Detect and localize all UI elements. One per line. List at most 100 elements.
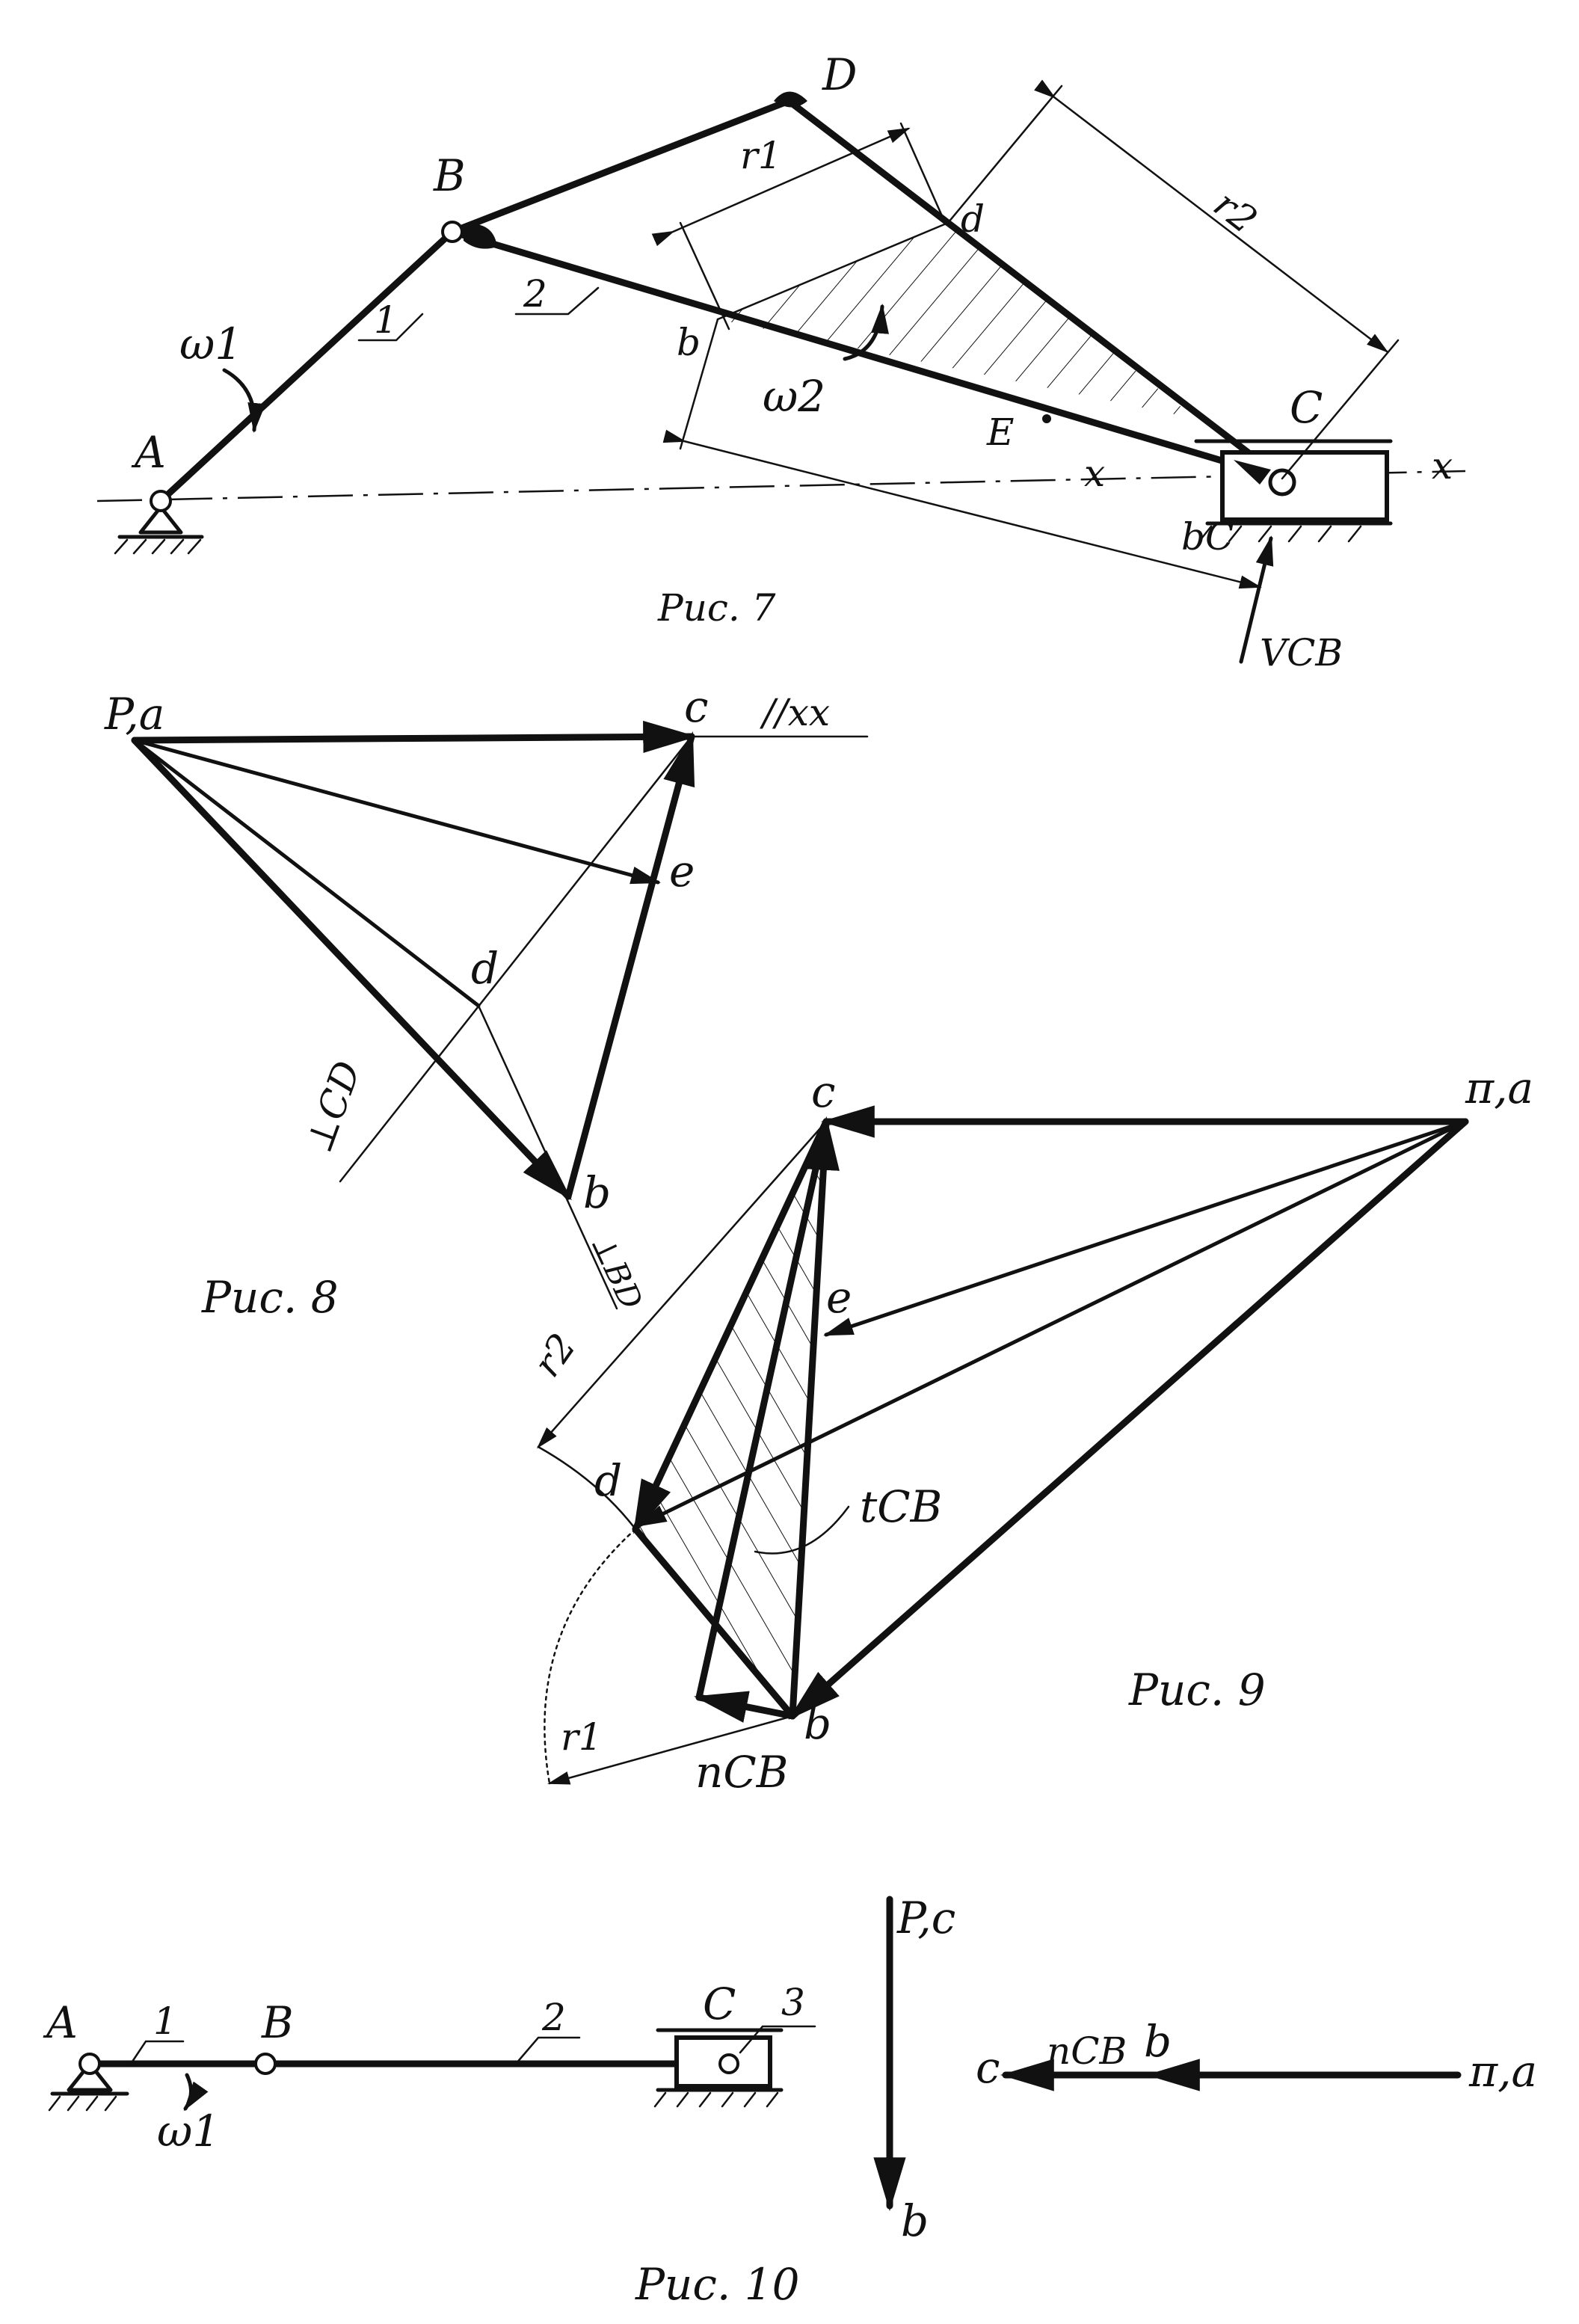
leader-link-3 — [739, 2025, 816, 2054]
arc-r2 — [537, 1445, 637, 1531]
vector-cd — [632, 1118, 830, 1534]
joint-d — [774, 91, 807, 108]
label-link-3: 3 — [781, 1981, 805, 2024]
leader-tcb — [754, 1505, 850, 1555]
label-r1: r1 — [561, 1715, 603, 1759]
label-acc-c: c — [976, 2042, 1000, 2093]
vector-pi-b — [788, 1118, 1469, 1720]
link-1 — [157, 228, 456, 505]
dimension-r1 — [547, 1715, 794, 1785]
vector-pc — [131, 720, 698, 754]
figure-8-velocity-plan: P,a c //xx e d b ⊥CD ⊥BD Рис. 8 — [104, 681, 869, 1323]
label-c: C — [1290, 382, 1323, 433]
leader-link-2 — [514, 2036, 581, 2065]
joint-b — [254, 2053, 277, 2075]
label-axis-x-left: x — [1084, 452, 1105, 495]
label-tcb: tCB — [860, 1481, 942, 1532]
label-omega1: ω1 — [179, 319, 242, 369]
label-b: b — [583, 1167, 611, 1218]
joint-b-weld — [464, 224, 497, 249]
label-link-1: 1 — [374, 298, 398, 342]
label-e: e — [669, 846, 695, 897]
label-link-2: 2 — [523, 272, 547, 316]
ground-support-a — [114, 505, 204, 555]
label-d: d — [471, 943, 499, 994]
hatched-triangle — [635, 1122, 826, 1716]
label-e: e — [826, 1272, 852, 1323]
label-axis-x-right: x — [1432, 444, 1453, 488]
label-bc: bC — [1181, 515, 1234, 559]
label-vcb: VCB — [1260, 631, 1343, 674]
vector-bc — [564, 731, 695, 1200]
label-a: A — [131, 427, 166, 478]
label-d: D — [822, 49, 858, 100]
joint-a — [150, 490, 172, 512]
leader-link-1 — [357, 313, 424, 342]
label-link-2: 2 — [541, 1996, 566, 2039]
label-omega2: ω2 — [763, 371, 825, 422]
dimension-r2 — [537, 1120, 828, 1449]
leader-link-1 — [129, 2040, 185, 2065]
label-parallel-xx: //xx — [760, 691, 830, 734]
figure-10-dead-position: A B C 1 2 3 ω1 P,c b π,a c nCB b Рис. 10 — [43, 1893, 1537, 2310]
omega2-arrow — [843, 304, 889, 361]
label-d-small: d — [961, 197, 985, 241]
line-perp-bd — [477, 1004, 618, 1310]
label-vel-b: b — [901, 2195, 929, 2246]
label-acc-pole: π,a — [1468, 2046, 1537, 2097]
vcb-arrow — [1239, 535, 1274, 664]
label-acc-b: b — [1144, 2016, 1172, 2067]
link-bd — [449, 97, 792, 236]
vector-pe — [132, 738, 661, 885]
figure-9-acceleration-plan: π,a c e d b r2 r1 tCB nCB Рис. 9 — [525, 1063, 1533, 1798]
line-perp-cd — [339, 735, 693, 1183]
label-perp-cd: ⊥CD — [297, 1055, 369, 1158]
label-b: b — [804, 1698, 831, 1749]
omega1-arrow — [222, 368, 266, 433]
vector-pb — [131, 737, 572, 1201]
vector-pi-d — [636, 1119, 1468, 1528]
label-pole-pa: P,a — [104, 689, 164, 740]
arc-r1 — [544, 1528, 637, 1785]
label-b: B — [261, 1997, 294, 2048]
joint-a — [79, 2053, 101, 2075]
label-c: C — [703, 1979, 736, 2029]
label-vel-pole: P,c — [896, 1893, 955, 1943]
label-perp-bd: ⊥BD — [584, 1229, 650, 1315]
leader-link-2 — [514, 286, 600, 316]
caption-fig10: Рис. 10 — [635, 2259, 800, 2310]
label-link-1: 1 — [153, 1999, 177, 2043]
label-c: c — [811, 1066, 835, 1117]
label-b: B — [433, 150, 466, 201]
label-b-small: b — [677, 321, 701, 364]
label-c: c — [684, 681, 708, 732]
vector-ncb — [693, 1691, 796, 1723]
label-acc-ncb: nCB — [1047, 2029, 1127, 2073]
omega1-arrow — [183, 2073, 209, 2112]
dimension-r2 — [947, 79, 1400, 480]
dimension-bc — [662, 318, 1262, 589]
figure-7-mechanism: A B D C E b d 1 2 ω1 ω2 r1 r2 bC x x VCB… — [96, 49, 1466, 674]
line-pd — [132, 738, 481, 1008]
label-ncb: nCB — [695, 1747, 788, 1798]
caption-fig9: Рис. 9 — [1128, 1664, 1266, 1715]
label-r2: r2 — [525, 1326, 584, 1385]
ground-support-a — [48, 2062, 129, 2112]
point-e — [1042, 414, 1051, 423]
label-r2: r2 — [1206, 182, 1266, 242]
line-bd — [632, 1525, 796, 1720]
vector-ce — [819, 1118, 830, 1170]
caption-fig8: Рис. 8 — [201, 1272, 339, 1323]
joint-b — [441, 221, 464, 243]
dimension-r1 — [651, 122, 947, 331]
slider-c — [653, 2028, 784, 2108]
label-e: E — [986, 411, 1015, 454]
line-ncb-c — [695, 1118, 830, 1701]
label-a: A — [43, 1997, 78, 2048]
hatched-plate — [718, 223, 1196, 419]
vector-pi-e — [823, 1119, 1468, 1337]
caption-fig7: Рис. 7 — [657, 586, 776, 630]
label-r1: r1 — [740, 134, 782, 177]
vector-tcb — [789, 1116, 840, 1720]
